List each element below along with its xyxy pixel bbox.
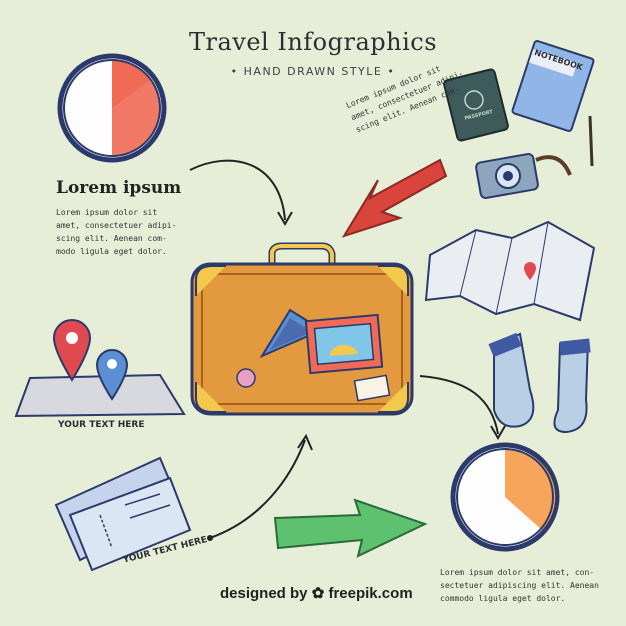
camera-icon <box>475 153 572 199</box>
footer-brand[interactable]: freepik.com <box>328 585 413 602</box>
map-pin-icon <box>14 318 186 418</box>
freepik-logo-icon: ✿ <box>311 585 325 602</box>
page-title: Travel Infographics <box>188 28 438 56</box>
curved-down-arrow-icon <box>419 375 499 435</box>
page-subtitle: • HAND DRAWN STYLE • <box>230 65 396 78</box>
red-arrow-icon <box>341 158 448 238</box>
clock-icon <box>57 53 167 163</box>
curved-up-arrow-icon <box>209 439 306 539</box>
map-pins-label: YOUR TEXT HERE <box>58 420 145 430</box>
curved-arrow-icon <box>189 159 286 221</box>
passport-icon <box>443 68 509 142</box>
socks-icon <box>488 332 591 434</box>
footer-credit: designed by ✿ freepik.com <box>220 584 413 602</box>
footer-designed-by: designed by <box>220 585 308 602</box>
notebook-icon <box>511 40 595 132</box>
tickets-icon <box>54 456 192 572</box>
suitcase-icon <box>190 242 414 416</box>
map-icon <box>424 220 596 322</box>
section-body-text: Lorem ipsum dolor sit amet, consectetuer… <box>56 208 177 256</box>
clock-icon <box>450 442 560 552</box>
green-arrow-icon <box>273 498 428 558</box>
section-heading: Lorem ipsum <box>56 178 182 198</box>
bottom-right-text: Lorem ipsum dolor sit amet, con- sectetu… <box>440 568 599 603</box>
